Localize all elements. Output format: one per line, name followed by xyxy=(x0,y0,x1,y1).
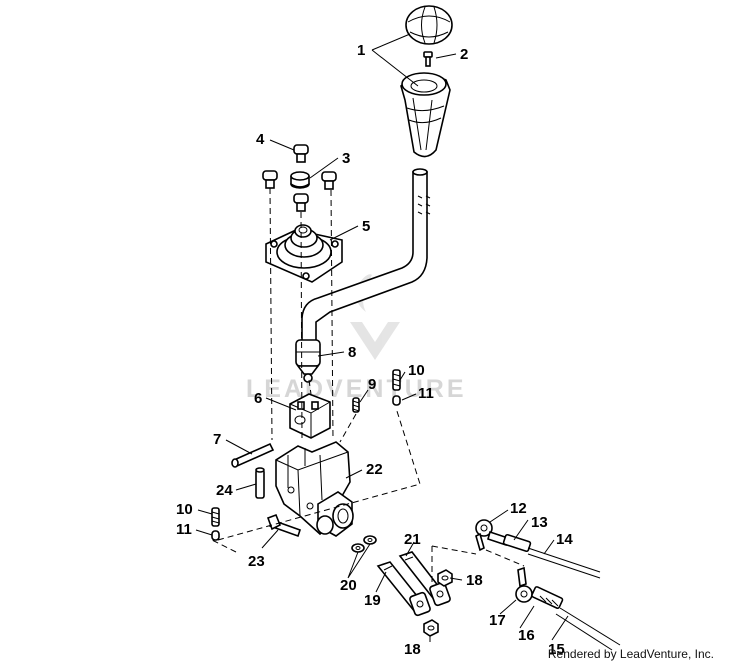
bolt-4-a xyxy=(293,144,309,163)
nut-18-a xyxy=(437,569,453,587)
shifter-housing xyxy=(275,441,354,537)
bushing-3 xyxy=(290,171,310,189)
callout-11-a: 11 xyxy=(418,385,434,402)
bolt-4-b xyxy=(262,170,278,189)
callout-22: 22 xyxy=(366,461,383,478)
boot-plate xyxy=(265,224,343,283)
detent-ball-11-b xyxy=(211,530,220,541)
shift-block xyxy=(289,393,331,439)
shift-cable-15 xyxy=(555,607,621,651)
callout-8: 8 xyxy=(348,344,356,361)
ball-joint-12 xyxy=(475,519,509,552)
callout-18-a: 18 xyxy=(466,572,483,589)
shift-cable-14 xyxy=(527,547,601,579)
leader-lines xyxy=(195,33,569,642)
callout-3: 3 xyxy=(342,150,350,167)
shift-knob xyxy=(405,5,453,45)
pin-24 xyxy=(255,467,265,499)
callout-17: 17 xyxy=(489,612,506,629)
callout-6: 6 xyxy=(254,390,262,407)
callout-24: 24 xyxy=(216,482,233,499)
assembly-guides xyxy=(211,187,525,584)
callout-14: 14 xyxy=(556,531,573,548)
ball-joint-17 xyxy=(515,566,533,603)
callout-7: 7 xyxy=(213,431,221,448)
callout-19: 19 xyxy=(364,592,381,609)
callout-5: 5 xyxy=(362,218,370,235)
callout-10-b: 10 xyxy=(176,501,193,518)
pin-7 xyxy=(231,442,275,468)
footer-credit: Rendered by LeadVenture, Inc. xyxy=(547,647,714,661)
spring-9 xyxy=(352,397,360,413)
callout-20: 20 xyxy=(340,577,357,594)
callout-4: 4 xyxy=(256,131,265,148)
callout-13: 13 xyxy=(531,514,548,531)
callout-12: 12 xyxy=(510,500,527,517)
washer-20 xyxy=(351,535,377,553)
callout-1: 1 xyxy=(357,42,365,59)
nut-18-b xyxy=(423,619,439,637)
callout-15: 15 xyxy=(548,641,565,658)
callout-16: 16 xyxy=(518,627,535,644)
detent-ball-11-a xyxy=(392,395,401,406)
callout-18-b: 18 xyxy=(404,641,421,658)
shift-rod-19 xyxy=(376,561,431,617)
screw-2 xyxy=(423,51,433,67)
callout-23: 23 xyxy=(248,553,265,570)
cable-end-16 xyxy=(531,586,564,610)
shift-lever xyxy=(295,168,431,383)
callout-9: 9 xyxy=(368,376,376,393)
callout-11-b: 11 xyxy=(176,521,192,538)
bolt-4-c xyxy=(321,171,337,190)
knob-boot xyxy=(400,72,451,158)
spring-10-b xyxy=(211,507,220,527)
callout-21: 21 xyxy=(404,531,421,548)
bolt-4-d xyxy=(293,193,309,212)
callout-2: 2 xyxy=(460,46,468,63)
callout-10-a: 10 xyxy=(408,362,425,379)
spring-10-a xyxy=(392,369,401,391)
cable-end-13 xyxy=(502,533,532,553)
